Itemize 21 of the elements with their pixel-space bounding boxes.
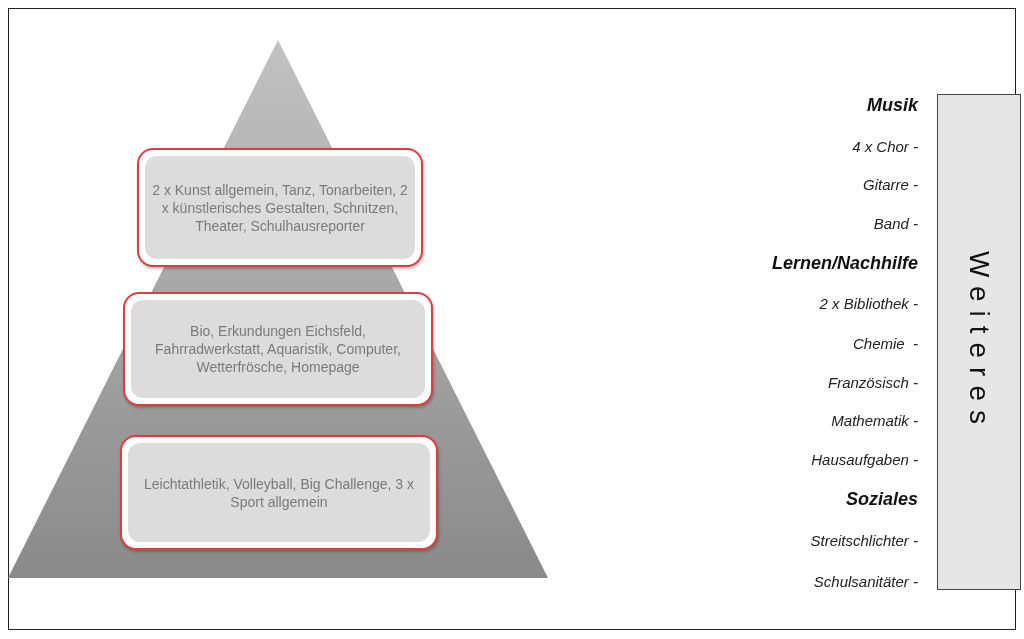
category-title: Weiteres [963,251,995,433]
tier-box [123,292,433,406]
list-item: 4 x Chor - [852,137,918,155]
group-heading: Musik [867,94,918,116]
list-item: Gitarre - [863,175,918,193]
list-item: Chemie - [852,334,918,352]
category-bar [937,94,1021,590]
tier-box [137,148,423,267]
list-item: Streitschlichter - [810,531,918,549]
list-item: Band - [873,214,918,232]
group-heading: Soziales [845,488,918,510]
activity-list: 2 x Kunst allgemein, Tanz, Tonarbeiten, 2 x künstlerisches Gestalten, Schnitzen, Theater, Schulhausreporter [145,180,415,235]
list-item: Französisch - [827,373,918,391]
list-item: Mathematik - [831,411,918,429]
group-heading: Lernen/Nachhilfe [771,252,918,274]
activity-list: Bio, Erkundungen Eichsfeld, Fahrradwerkstatt, Aquaristik, Computer, Wetterfrösche, Homepage [131,322,425,376]
activity-list: Leichtathletik, Volleyball, Big Challenge, 3 x Sport allgemein [128,474,430,511]
list-item: Schulsanitäter - [813,572,918,590]
list-item: Hausaufgaben - [811,450,918,468]
tier-box [120,435,438,550]
list-item: 2 x Bibliothek - [819,294,918,312]
